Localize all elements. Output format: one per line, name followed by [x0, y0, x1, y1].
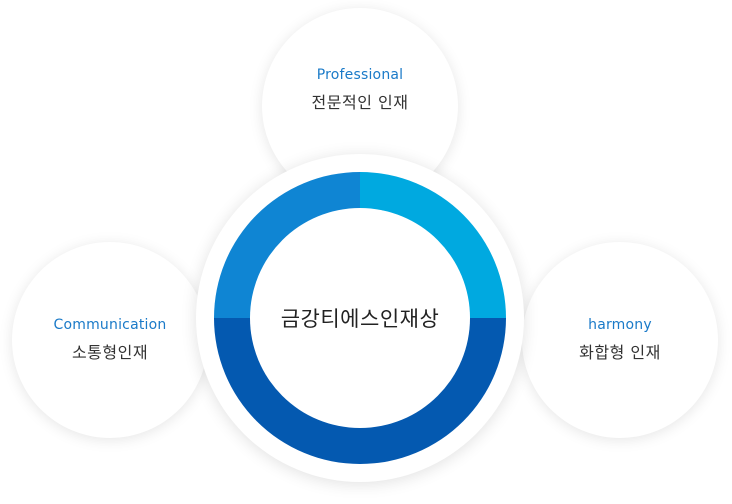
node-harmony: harmony 화합형 인재	[522, 242, 718, 438]
center-ring: 금강티에스인재상	[214, 172, 506, 464]
node-communication-ko: 소통형인재	[71, 343, 149, 362]
node-professional-ko: 전문적인 인재	[311, 93, 409, 112]
center-circle: 금강티에스인재상	[196, 154, 524, 482]
node-communication: Communication 소통형인재	[12, 242, 208, 438]
center-title: 금강티에스인재상	[280, 307, 440, 331]
node-harmony-en: harmony	[588, 317, 652, 333]
node-professional-en: Professional	[316, 67, 404, 83]
center-ring-inner: 금강티에스인재상	[250, 208, 470, 428]
node-communication-en: Communication	[53, 317, 167, 333]
node-harmony-ko: 화합형 인재	[579, 343, 661, 362]
